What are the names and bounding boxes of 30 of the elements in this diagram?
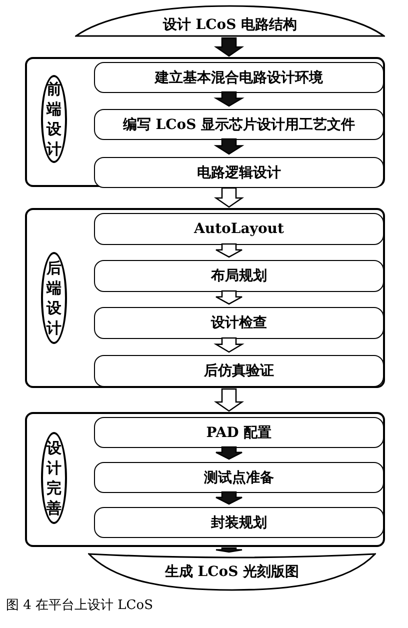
block-arrow [215, 243, 243, 258]
block-arrow [215, 446, 243, 460]
block-arrow [215, 491, 243, 505]
dome-shape: 设计 LCoS 电路结构 [75, 5, 385, 37]
group-frame [25, 57, 385, 187]
process-box: PAD 配置 [94, 417, 384, 448]
block-arrow [214, 187, 244, 208]
block-arrow [214, 388, 244, 412]
process-box: 建立基本混合电路设计环境 [94, 62, 384, 93]
group-frame [25, 412, 385, 547]
process-box: 测试点准备 [94, 462, 384, 493]
block-arrow [215, 547, 243, 553]
process-box: 电路逻辑设计 [94, 157, 384, 188]
process-box: 封装规划 [94, 507, 384, 538]
process-box: 后仿真验证 [94, 355, 384, 387]
group-label: 设计完善 [41, 432, 67, 524]
group-label: 后端设计 [41, 252, 67, 344]
process-box: 设计检查 [94, 307, 384, 339]
bowl-shape: 生成 LCoS 光刻版图 [88, 553, 376, 591]
block-arrow [214, 138, 244, 155]
block-arrow [214, 37, 244, 57]
figure-caption: 图 4 在平台上设计 LCoS [6, 597, 153, 614]
process-box: 编写 LCoS 显示芯片设计用工艺文件 [94, 109, 384, 140]
block-arrow [214, 337, 244, 353]
block-arrow [214, 91, 244, 107]
group-frame [25, 208, 385, 388]
block-arrow [215, 290, 243, 305]
process-box: AutoLayout [94, 213, 384, 245]
process-box: 布局规划 [94, 260, 384, 292]
group-label: 前端设计 [41, 75, 67, 163]
